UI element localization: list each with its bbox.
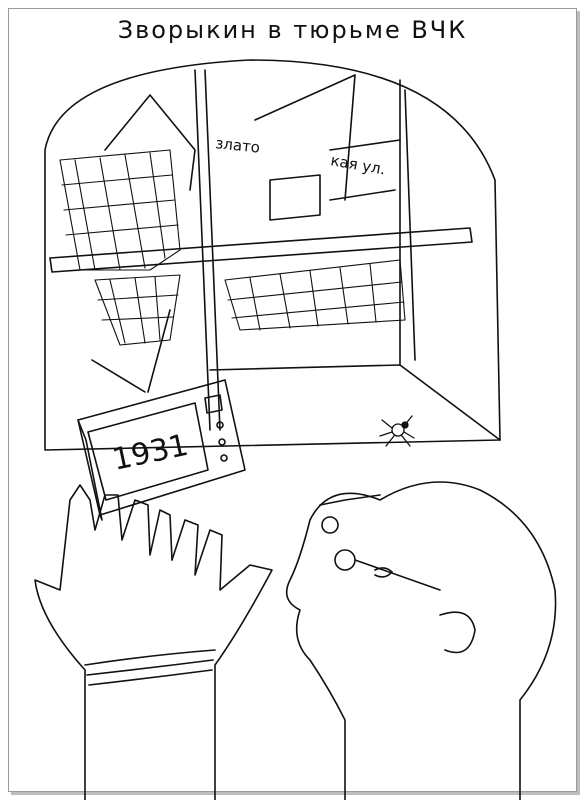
- ear: [439, 611, 476, 654]
- bald-man: [285, 481, 557, 800]
- window-crossbar: [49, 227, 473, 273]
- page-frame: [8, 8, 577, 792]
- tv-screen-text: 1931: [109, 428, 191, 478]
- window-sign-right: кая ул.: [329, 151, 387, 178]
- window-bar: [204, 69, 221, 431]
- window-bar: [194, 69, 211, 431]
- hanging-nets: [59, 149, 406, 346]
- tied-hands: [34, 484, 273, 800]
- page-title: Зворыкин в тюрьме ВЧК: [117, 16, 468, 44]
- rope: [84, 649, 216, 686]
- prison-window: [44, 59, 501, 451]
- window-sign-left: злато: [215, 134, 261, 157]
- tv-antenna: [91, 359, 146, 393]
- spider-icon: [379, 415, 415, 447]
- glasses: [319, 494, 441, 591]
- window-bar: [404, 89, 416, 361]
- tv-antenna: [147, 309, 171, 393]
- television: [77, 309, 246, 521]
